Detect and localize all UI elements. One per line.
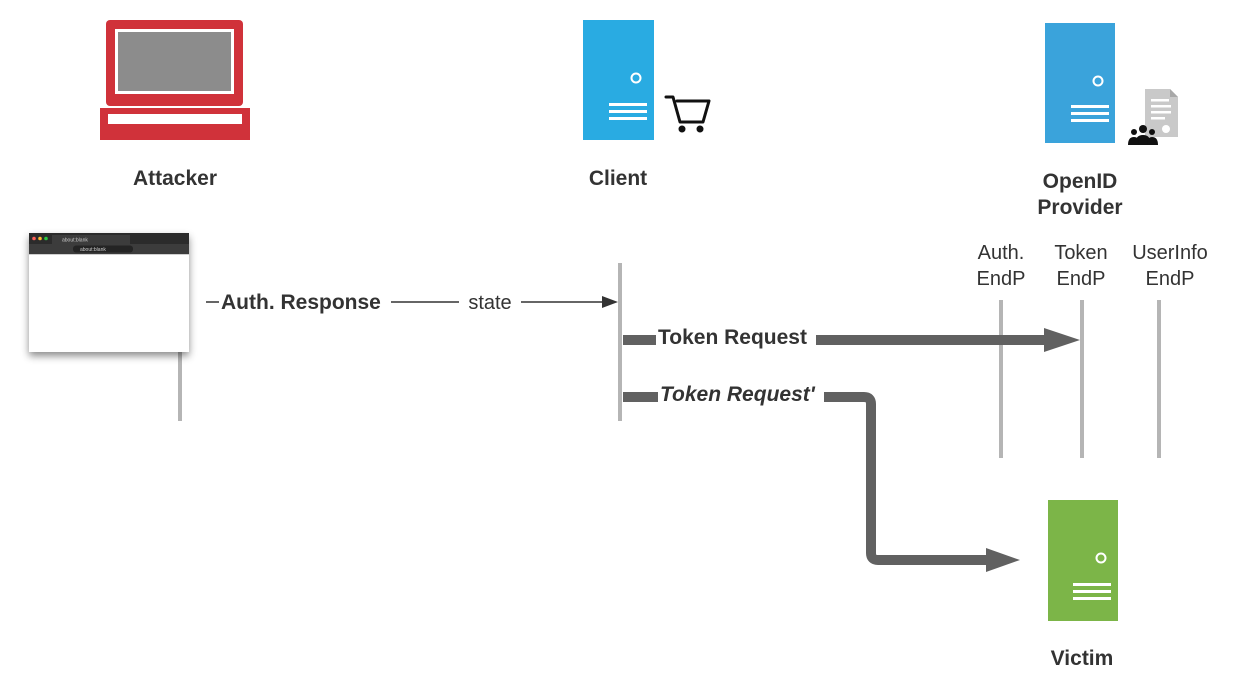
attacker-label: Attacker (133, 167, 217, 190)
auth-response-arrowhead (602, 296, 618, 308)
provider-label-line2: Provider (1037, 196, 1122, 219)
auth-response-label: Auth. Response (221, 291, 381, 314)
endpoint-auth-line1: Auth. (978, 242, 1025, 264)
token-request-label: Token Request (658, 326, 807, 349)
users-group-icon (1128, 125, 1158, 145)
endpoint-userinfo-line1: UserInfo (1132, 242, 1208, 264)
browser-address: about:blank (80, 247, 106, 253)
endpoint-token-line1: Token (1054, 242, 1107, 264)
victim-server-icon (1048, 500, 1118, 621)
endpoint-token-line2: EndP (1057, 268, 1106, 290)
token-request-arrowhead (1044, 328, 1080, 352)
certificate-document-icon (1145, 89, 1178, 137)
victim-label: Victim (1051, 647, 1114, 670)
client-label: Client (589, 167, 647, 190)
token-request-prime-line (824, 392, 990, 565)
client-server-icon (583, 20, 654, 140)
browser-tab-title: about:blank (62, 238, 88, 244)
provider-label-line1: OpenID (1043, 170, 1118, 193)
endpoint-userinfo-line2: EndP (1146, 268, 1195, 290)
provider-server-icon (1045, 23, 1115, 143)
token-request-prime-arrowhead (986, 548, 1020, 572)
browser-window: about:blank about:blank (29, 233, 189, 352)
endpoint-auth-line2: EndP (977, 268, 1026, 290)
token-request-prime-label: Token Request' (660, 383, 816, 406)
shopping-cart-icon (664, 95, 711, 133)
state-label: state (468, 292, 511, 314)
attacker-laptop-icon (100, 20, 250, 140)
